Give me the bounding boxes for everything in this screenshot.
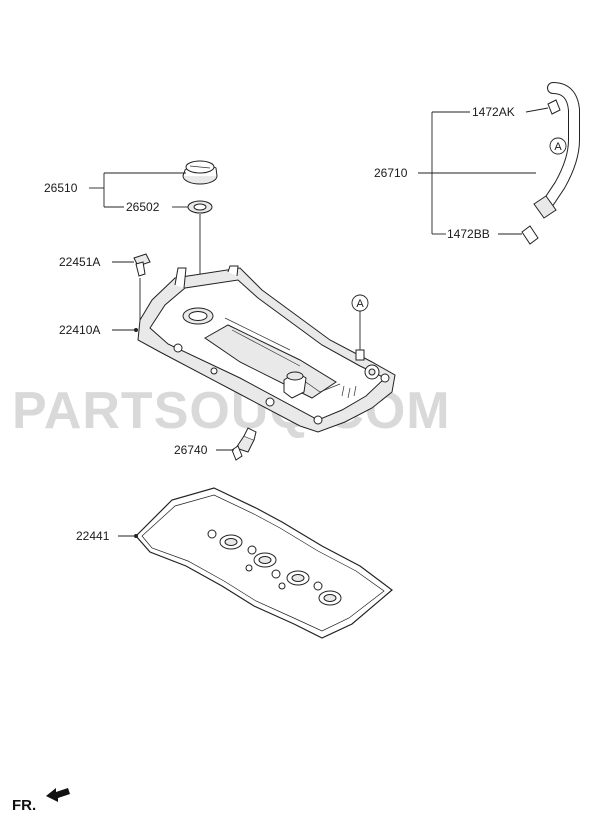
front-arrow-icon [46,788,70,802]
part-label-1472BB: 1472BB [447,227,490,241]
callout-a-cover-label: A [356,298,364,310]
part-label-22410A: 22410A [59,323,100,337]
part-label-22451A: 22451A [59,255,100,269]
part-label-26710: 26710 [374,166,408,180]
part-label-22441: 22441 [76,529,110,543]
oil-filler-seal-drawing [187,200,213,214]
part-label-26502: 26502 [126,200,160,214]
part-label-1472AK: 1472AK [472,105,515,119]
leader-lines [89,107,549,538]
callout-a-on-hose: A [549,137,567,155]
part-label-26740: 26740 [174,443,208,457]
callout-a-on-cover: A [351,294,369,312]
front-direction-label: FR. [12,797,36,814]
oil-filler-cap-drawing [182,160,218,185]
callout-a-hose-label: A [554,141,562,153]
pcv-valve-drawing [231,427,257,461]
ventilation-hose-drawing [521,82,580,245]
cover-gasket-drawing [135,487,393,639]
cover-bolt-drawing [133,253,151,277]
part-label-26510: 26510 [44,181,78,195]
cylinder-head-cover-drawing [137,265,396,433]
